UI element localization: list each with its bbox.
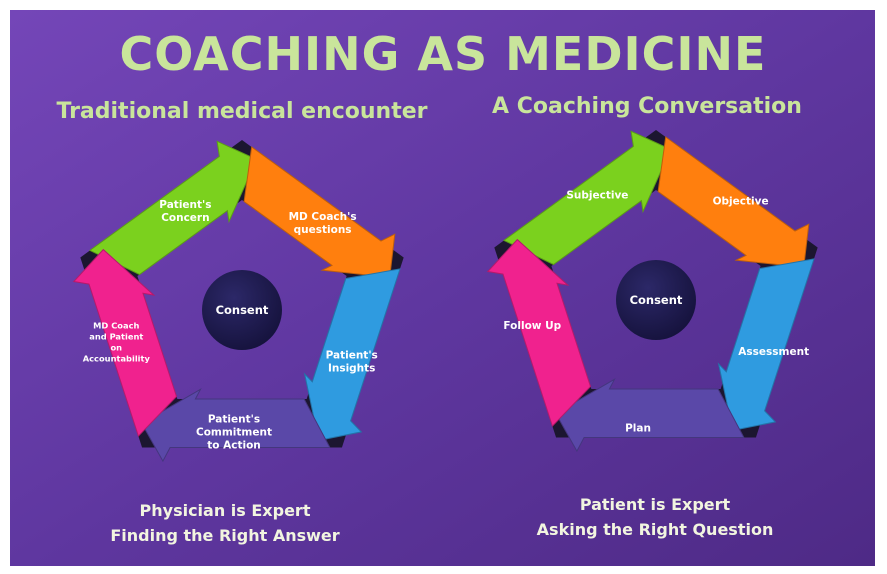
left-heading: Traditional medical encounter <box>56 99 427 124</box>
poster-background <box>10 10 875 566</box>
right-label-blue: Assessment <box>738 346 809 358</box>
left-center-label: Consent <box>216 303 269 317</box>
right-label-orange-line-1: Objective <box>713 195 769 207</box>
right-center-circle <box>616 260 696 340</box>
left-caption-line-1: Physician is Expert <box>140 501 311 520</box>
left-segment-orange <box>243 146 396 278</box>
left-segment-indigo <box>141 388 331 463</box>
left-label-green-line-1: Patient's <box>159 199 211 211</box>
right-caption-line-2: Asking the Right Question <box>537 520 774 539</box>
right-segment-indigo <box>555 378 745 453</box>
right-label-magenta: Follow Up <box>503 320 561 332</box>
right-label-orange: Objective <box>713 195 769 207</box>
left-caption-line-2: Finding the Right Answer <box>110 526 339 545</box>
left-center-circle <box>202 270 282 350</box>
right-segment-orange <box>657 136 810 268</box>
right-segment-blue <box>717 258 815 431</box>
left-segment-magenta <box>72 248 178 438</box>
right-label-magenta-line-1: Follow Up <box>503 320 561 332</box>
right-center-label: Consent <box>630 293 683 307</box>
left-label-indigo-line-3: to Action <box>207 439 261 451</box>
right-heading: A Coaching Conversation <box>492 94 802 119</box>
left-label-green-line-2: Concern <box>161 212 209 224</box>
right-caption-line-1: Patient is Expert <box>580 495 731 514</box>
left-label-blue-line-1: Patient's <box>326 350 378 362</box>
right-label-green: Subjective <box>566 189 628 201</box>
right-label-green-line-1: Subjective <box>566 189 628 201</box>
right-segment-magenta <box>486 238 592 428</box>
left-label-orange-line-2: questions <box>294 224 352 236</box>
left-label-magenta-line-1: MD Coach <box>93 321 139 331</box>
left-label-magenta-line-4: Accountability <box>83 354 151 364</box>
left-segment-blue <box>303 268 401 441</box>
right-segment-green <box>503 130 672 266</box>
left-label-orange-line-1: MD Coach's <box>289 211 357 223</box>
right-label-indigo-line-1: Plan <box>625 422 651 434</box>
left-label-magenta-line-2: and Patient <box>89 332 143 342</box>
right-label-indigo: Plan <box>625 422 651 434</box>
page-title: COACHING AS MEDICINE <box>120 27 767 81</box>
right-label-blue-line-1: Assessment <box>738 346 809 358</box>
left-label-magenta-line-3: on <box>110 343 122 353</box>
left-label-blue-line-2: Insights <box>328 363 376 375</box>
left-label-indigo-line-2: Commitment <box>196 426 272 438</box>
left-label-indigo-line-1: Patient's <box>208 413 260 425</box>
left-segment-green <box>89 140 258 276</box>
